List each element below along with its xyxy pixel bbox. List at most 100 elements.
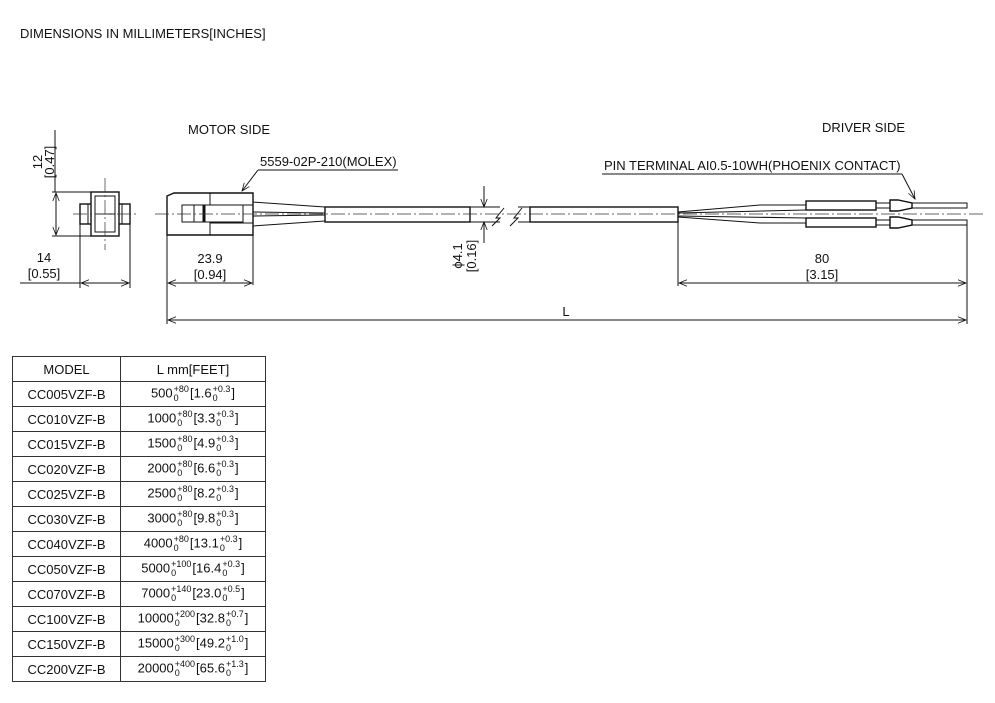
length-feet: 49.2 — [199, 635, 225, 651]
header-length: L mm[FEET] — [120, 356, 266, 382]
tol-plus: +80 — [173, 384, 189, 394]
connector-front-view — [73, 178, 138, 250]
length-feet: 3.3 — [197, 410, 216, 426]
overall-length-dimension: L — [168, 304, 966, 320]
tol-minus: 0 — [216, 468, 222, 478]
tol-plus: +0.3 — [216, 434, 235, 444]
tol-plus: +80 — [173, 534, 189, 544]
tol-plus: +1.0 — [225, 634, 244, 644]
length-feet: 32.8 — [199, 610, 225, 626]
length-mm: 4000 — [143, 535, 173, 551]
svg-text:23.9: 23.9 — [197, 251, 222, 266]
svg-text:[0.16]: [0.16] — [464, 240, 479, 273]
diameter-dimension: ϕ4.1 [0.16] — [450, 186, 484, 272]
tol-plus: +400 — [174, 659, 196, 669]
tol-minus: 0 — [216, 443, 222, 453]
svg-text:L: L — [562, 304, 569, 319]
svg-text:[3.15]: [3.15] — [806, 267, 839, 282]
length-feet: 1.6 — [193, 385, 212, 401]
model-cell: CC005VZF-B — [12, 381, 121, 407]
tol-minus: 0 — [177, 468, 183, 478]
length-mm: 5000 — [141, 560, 171, 576]
model-cell: CC020VZF-B — [12, 456, 121, 482]
tol-plus: +200 — [174, 609, 196, 619]
tol-plus: +0.5 — [222, 584, 241, 594]
svg-text:12: 12 — [30, 155, 45, 169]
tol-plus: +300 — [174, 634, 196, 644]
tol-minus: 0 — [216, 518, 222, 528]
tol-plus: +0.3 — [222, 559, 241, 569]
model-cell: CC015VZF-B — [12, 431, 121, 457]
tol-plus: +80 — [177, 484, 193, 494]
length-feet: 13.1 — [193, 535, 219, 551]
tol-minus: 0 — [222, 593, 228, 603]
drawing-title: DIMENSIONS IN MILLIMETERS[INCHES] — [20, 26, 266, 41]
tol-minus: 0 — [171, 568, 177, 578]
tol-minus: 0 — [173, 543, 179, 553]
width-dimension: 14 [0.55] — [20, 224, 131, 288]
tol-plus: +80 — [177, 409, 193, 419]
length-mm: 3000 — [147, 510, 177, 526]
tol-minus: 0 — [177, 493, 183, 503]
svg-text:14: 14 — [37, 250, 51, 265]
length-mm: 15000 — [137, 635, 174, 651]
svg-text:ϕ4.1: ϕ4.1 — [450, 243, 465, 268]
tol-plus: +0.7 — [225, 609, 244, 619]
length-feet: 6.6 — [197, 460, 216, 476]
length-feet: 23.0 — [196, 585, 222, 601]
tol-minus: 0 — [174, 668, 180, 678]
tol-plus: +0.3 — [219, 534, 238, 544]
svg-text:[0.47]: [0.47] — [42, 146, 57, 179]
tol-plus: +0.3 — [216, 484, 235, 494]
tol-minus: 0 — [212, 393, 218, 403]
model-cell: CC100VZF-B — [12, 606, 121, 632]
svg-text:[0.94]: [0.94] — [194, 267, 227, 282]
length-mm: 10000 — [137, 610, 174, 626]
model-cell: CC040VZF-B — [12, 531, 121, 557]
length-feet: 9.8 — [197, 510, 216, 526]
length-mm: 2000 — [147, 460, 177, 476]
height-dimension: 12 [0.47] — [30, 130, 91, 237]
length-mm: 1000 — [147, 410, 177, 426]
tol-minus: 0 — [225, 668, 231, 678]
tol-plus: +80 — [177, 459, 193, 469]
tol-minus: 0 — [219, 543, 225, 553]
svg-text:80: 80 — [815, 251, 829, 266]
tol-plus: +1.3 — [225, 659, 244, 669]
tol-plus: +0.3 — [216, 459, 235, 469]
model-cell: CC025VZF-B — [12, 481, 121, 507]
tol-plus: +140 — [171, 584, 192, 594]
